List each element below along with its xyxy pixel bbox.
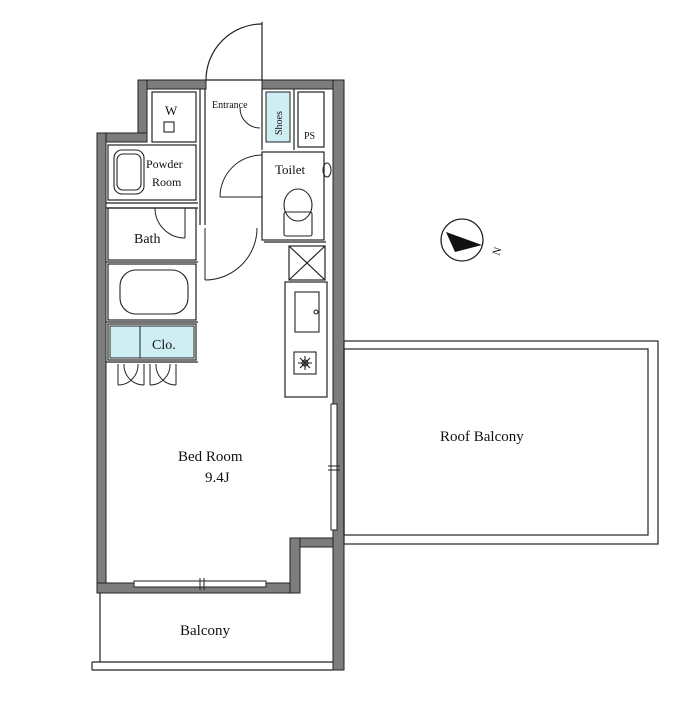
exterior-walls <box>96 79 345 671</box>
ps-label: PS <box>304 131 315 142</box>
powder-room-label-line1: Powder <box>146 157 183 171</box>
toilet-label: Toilet <box>275 162 306 177</box>
bedroom-size-label: 9.4J <box>205 470 230 486</box>
balcony-outline <box>91 593 333 671</box>
balcony-label: Balcony <box>180 623 230 639</box>
entrance-label: Entrance <box>212 100 248 111</box>
shoes-storage <box>265 91 291 143</box>
compass-letter: N <box>491 245 505 257</box>
compass-icon <box>440 218 484 262</box>
roof-balcony-label: Roof Balcony <box>440 429 524 445</box>
bedroom-label: Bed Room <box>178 449 243 465</box>
powder-room-label-line2: Room <box>152 175 182 189</box>
entrance-door <box>205 22 263 81</box>
shoes-label: Shoes <box>274 111 285 135</box>
closet-label: Clo. <box>152 338 176 353</box>
bath-label: Bath <box>134 232 160 247</box>
closet-storage <box>109 325 141 359</box>
closet-storage-2 <box>139 325 195 359</box>
roof-balcony-outline <box>343 340 659 545</box>
interior-walls <box>106 89 328 398</box>
fixtures <box>113 121 332 375</box>
washer-label: W <box>165 103 178 118</box>
interior-doors <box>117 107 263 386</box>
windows <box>133 403 340 590</box>
